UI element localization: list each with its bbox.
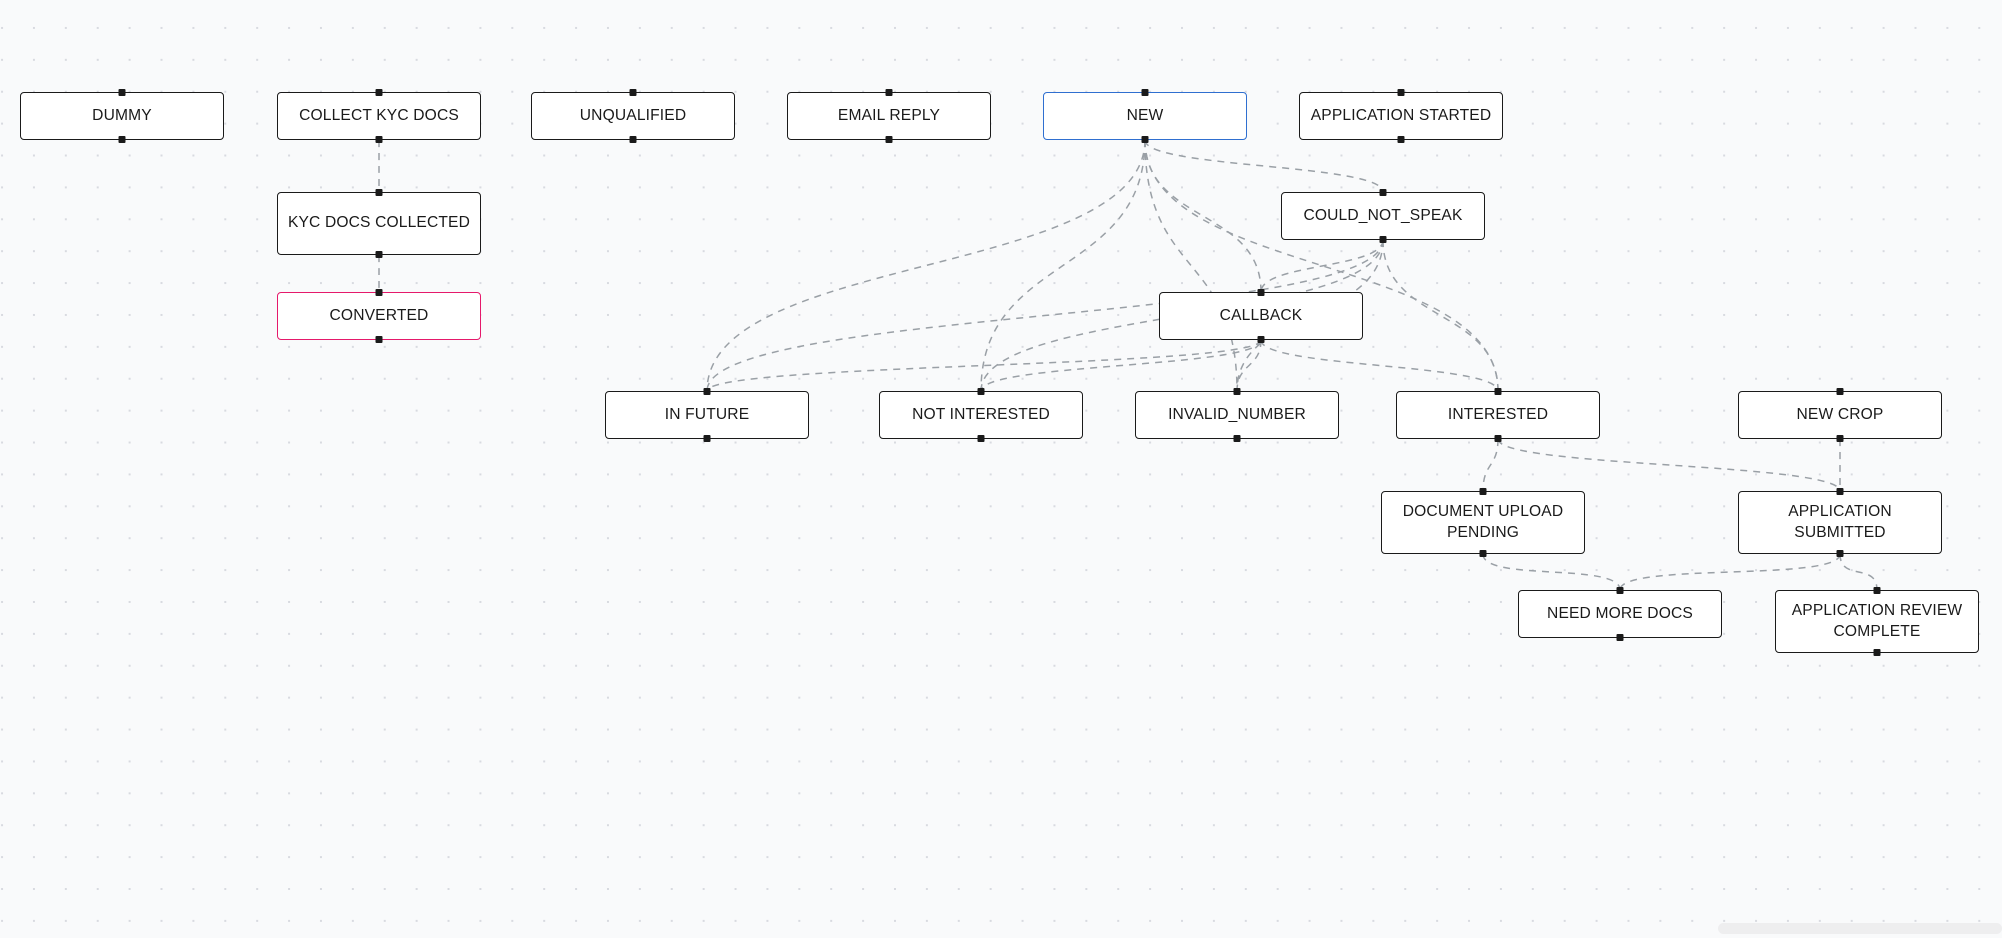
handle-top-email_reply[interactable] [885, 89, 893, 96]
handle-bottom-app_review[interactable] [1873, 649, 1881, 656]
handle-bottom-collect_kyc[interactable] [375, 136, 383, 143]
handle-top-invalid_number[interactable] [1233, 388, 1241, 395]
edge-app_submitted-to-app_review[interactable] [1839, 553, 1878, 591]
node-label: NEW CROP [1796, 405, 1884, 423]
node-label: NEED MORE DOCS [1547, 604, 1693, 622]
edge-callback-to-invalid_number[interactable] [1236, 339, 1262, 392]
node-label: CONVERTED [329, 306, 429, 324]
edge-app_submitted-to-need_docs[interactable] [1619, 553, 1841, 591]
node-label: IN FUTURE [664, 405, 750, 423]
node-label: DUMMY [92, 106, 152, 124]
node-could_not_speak[interactable]: COULD_NOT_SPEAK [1281, 189, 1485, 243]
edge-new-to-invalid_number[interactable] [1144, 139, 1238, 392]
node-label: NEW [1126, 106, 1164, 124]
node-label: EMAIL REPLY [837, 106, 941, 124]
edge-callback-to-in_future[interactable] [706, 339, 1262, 392]
node-callback[interactable]: CALLBACK [1159, 289, 1363, 343]
handle-bottom-need_docs[interactable] [1616, 634, 1624, 641]
edge-callback-to-interested[interactable] [1260, 339, 1499, 392]
handle-bottom-email_reply[interactable] [885, 136, 893, 143]
node-label: APPLICATION REVIEW COMPLETE [1791, 601, 1963, 640]
node-label: DOCUMENT UPLOAD PENDING [1402, 502, 1564, 541]
node-label: APPLICATION STARTED [1310, 106, 1492, 124]
handle-top-new_crop[interactable] [1836, 388, 1844, 395]
node-label: UNQUALIFIED [579, 106, 687, 124]
handle-bottom-doc_upload[interactable] [1479, 550, 1487, 557]
handle-top-dummy[interactable] [118, 89, 126, 96]
handle-top-doc_upload[interactable] [1479, 488, 1487, 495]
node-converted[interactable]: CONVERTED [277, 289, 481, 343]
node-label: COLLECT KYC DOCS [299, 106, 459, 124]
node-kyc_collected[interactable]: KYC DOCS COLLECTED [277, 189, 481, 258]
handle-top-app_review[interactable] [1873, 587, 1881, 594]
handle-top-unqualified[interactable] [629, 89, 637, 96]
edge-could_not_speak-to-callback[interactable] [1260, 239, 1384, 293]
edge-new-to-interested[interactable] [1144, 139, 1499, 392]
edge-new-to-not_interested[interactable] [980, 139, 1146, 392]
node-label: INVALID_NUMBER [1168, 405, 1306, 423]
edge-new-to-could_not_speak[interactable] [1144, 139, 1384, 193]
handle-bottom-unqualified[interactable] [629, 136, 637, 143]
handle-bottom-interested[interactable] [1494, 435, 1502, 442]
handle-bottom-kyc_collected[interactable] [375, 251, 383, 258]
edge-new-to-callback[interactable] [1144, 139, 1262, 293]
handle-top-callback[interactable] [1257, 289, 1265, 296]
handle-bottom-not_interested[interactable] [977, 435, 985, 442]
handle-top-converted[interactable] [375, 289, 383, 296]
handle-bottom-app_started[interactable] [1397, 136, 1405, 143]
handle-bottom-converted[interactable] [375, 336, 383, 343]
node-invalid_number[interactable]: INVALID_NUMBER [1135, 388, 1339, 442]
node-new[interactable]: NEW [1043, 89, 1247, 143]
node-label: CALLBACK [1219, 306, 1303, 324]
edge-callback-to-not_interested[interactable] [980, 339, 1262, 392]
node-app_submitted[interactable]: APPLICATION SUBMITTED [1738, 488, 1942, 557]
node-label: COULD_NOT_SPEAK [1303, 206, 1463, 224]
handle-top-could_not_speak[interactable] [1379, 189, 1387, 196]
handle-top-collect_kyc[interactable] [375, 89, 383, 96]
handle-top-new[interactable] [1141, 89, 1149, 96]
node-need_docs[interactable]: NEED MORE DOCS [1518, 587, 1722, 641]
edge-could_not_speak-to-interested[interactable] [1382, 239, 1499, 392]
handle-top-not_interested[interactable] [977, 388, 985, 395]
edge-interested-to-doc_upload[interactable] [1482, 438, 1499, 492]
node-collect_kyc[interactable]: COLLECT KYC DOCS [277, 89, 481, 143]
handle-top-interested[interactable] [1494, 388, 1502, 395]
node-label: APPLICATION SUBMITTED [1788, 502, 1892, 541]
handle-bottom-app_submitted[interactable] [1836, 550, 1844, 557]
node-label: NOT INTERESTED [912, 405, 1050, 423]
handle-bottom-invalid_number[interactable] [1233, 435, 1241, 442]
handle-bottom-callback[interactable] [1257, 336, 1265, 343]
node-in_future[interactable]: IN FUTURE [605, 388, 809, 442]
handle-bottom-in_future[interactable] [703, 435, 711, 442]
handle-top-app_started[interactable] [1397, 89, 1405, 96]
horizontal-scrollbar[interactable] [1718, 923, 2002, 934]
edge-interested-to-app_submitted[interactable] [1497, 438, 1841, 492]
node-doc_upload[interactable]: DOCUMENT UPLOAD PENDING [1381, 488, 1585, 557]
handle-bottom-new[interactable] [1141, 136, 1149, 143]
node-email_reply[interactable]: EMAIL REPLY [787, 89, 991, 143]
node-label: KYC DOCS COLLECTED [287, 214, 471, 232]
edge-new-to-in_future[interactable] [706, 139, 1146, 392]
handle-top-kyc_collected[interactable] [375, 189, 383, 196]
handle-bottom-dummy[interactable] [118, 136, 126, 143]
handle-top-need_docs[interactable] [1616, 587, 1624, 594]
handle-top-app_submitted[interactable] [1836, 488, 1844, 495]
edge-doc_upload-to-need_docs[interactable] [1482, 553, 1621, 591]
node-dummy[interactable]: DUMMY [20, 89, 224, 143]
node-new_crop[interactable]: NEW CROP [1738, 388, 1942, 442]
handle-top-in_future[interactable] [703, 388, 711, 395]
node-app_started[interactable]: APPLICATION STARTED [1299, 89, 1503, 143]
node-not_interested[interactable]: NOT INTERESTED [879, 388, 1083, 442]
handle-bottom-could_not_speak[interactable] [1379, 236, 1387, 243]
node-interested[interactable]: INTERESTED [1396, 388, 1600, 442]
node-unqualified[interactable]: UNQUALIFIED [531, 89, 735, 143]
node-app_review[interactable]: APPLICATION REVIEW COMPLETE [1775, 587, 1979, 656]
handle-bottom-new_crop[interactable] [1836, 435, 1844, 442]
node-label: INTERESTED [1447, 405, 1549, 423]
